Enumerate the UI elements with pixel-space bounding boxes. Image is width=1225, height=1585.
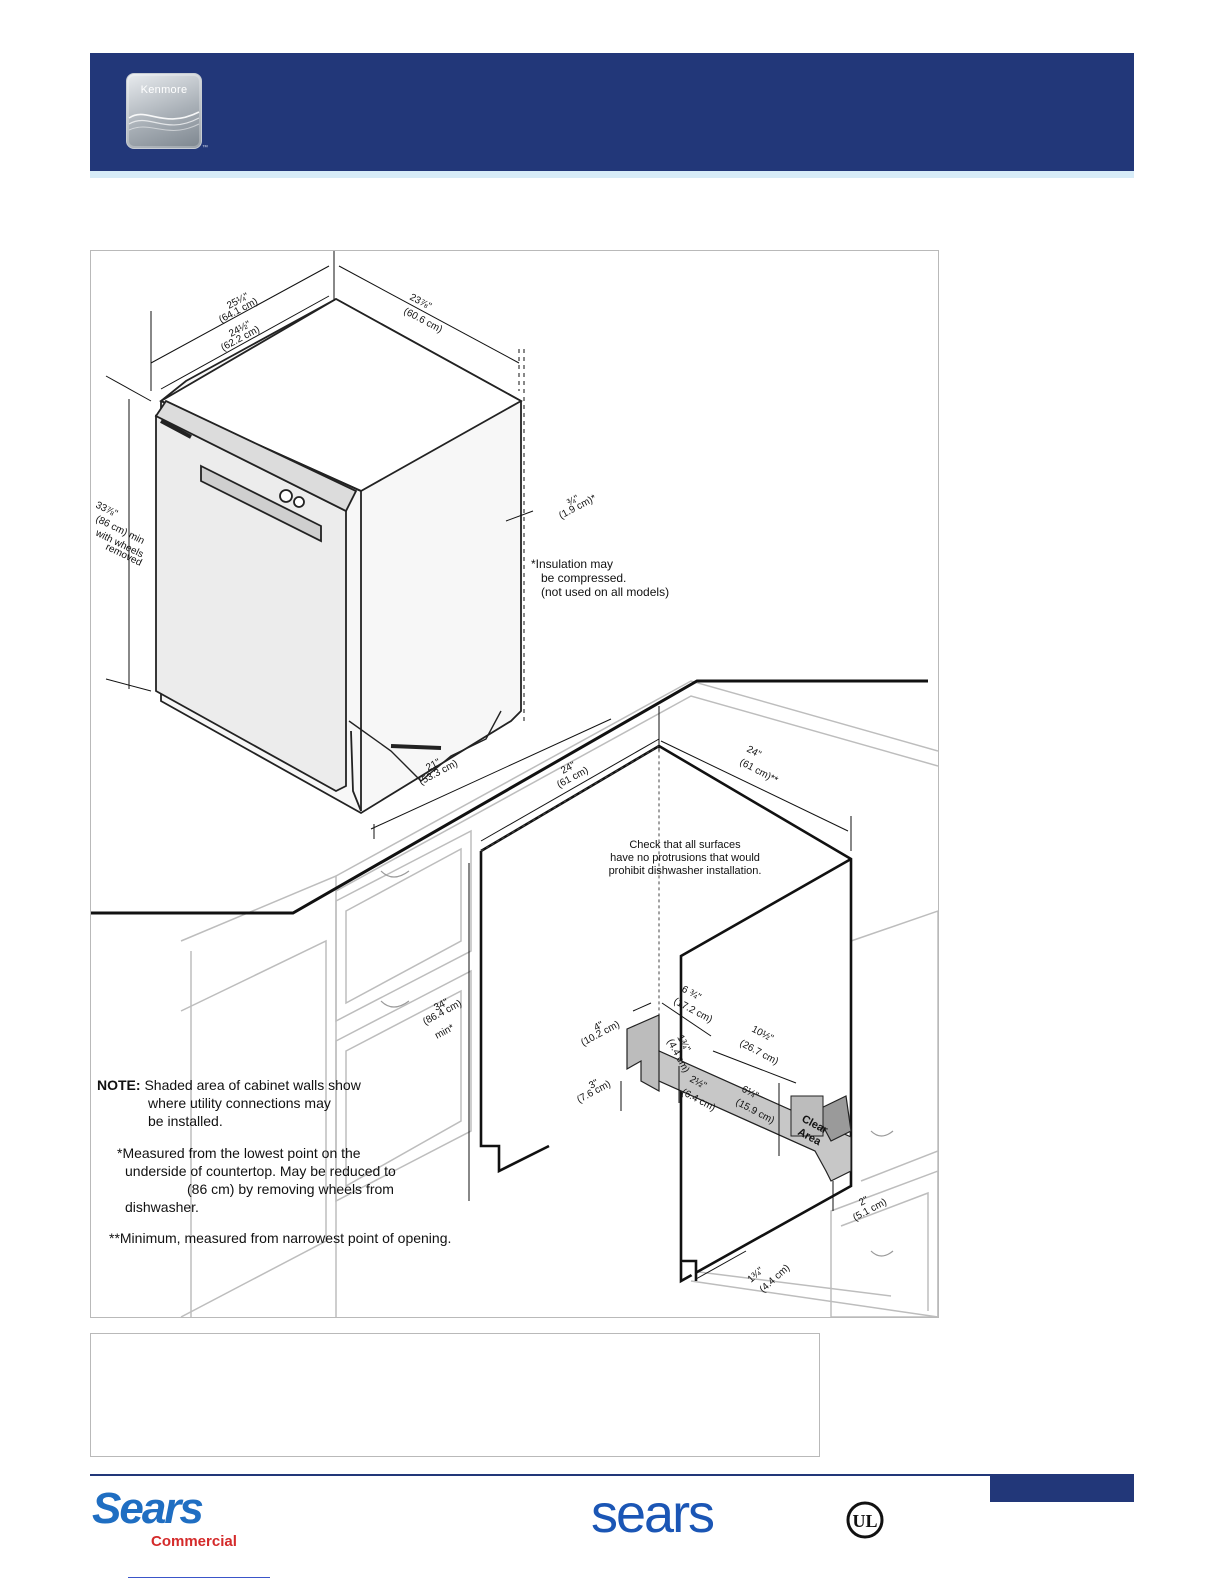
measured-line-3: (86 cm) by removing wheels from [187,1181,394,1197]
trademark: ™ [202,145,208,151]
extension-lines [105,251,852,851]
insulation-note-2: be compressed. [541,571,626,585]
cabinet-handles [380,870,894,1257]
dim-insulation-metric: (1.9 cm)* [557,493,598,522]
ul-mark-icon: UL [845,1500,885,1540]
ul-mark-text: UL [852,1511,877,1531]
footer-rule [90,1474,990,1476]
footer-tab [990,1474,1134,1502]
measured-line-1: *Measured from the lowest point on the [117,1145,361,1161]
dim-opening-width-metric: (61 cm)** [738,757,780,786]
check-note-2: have no protrusions that would [610,852,760,864]
utility-shaded-area [626,1014,852,1182]
insulation-note-1: *Insulation may [531,557,613,571]
cabinet-opening [479,744,853,1284]
check-note-1: Check that all surfaces [629,839,741,851]
header-banner: Kenmore ™ [90,53,1134,171]
note-line-1: Shaded area of cabinet walls show [144,1077,361,1093]
dim-opening-height-min: min* [433,1022,456,1041]
sears-center-logo: sears [591,1484,715,1544]
kenmore-swoosh-icon [128,111,200,131]
header-accent-strip [90,171,1134,178]
diagram-drawing: 25¼" (64.1 cm) 24½" (62.2 cm) 23⅞" (60.6… [91,251,938,1317]
kenmore-logo: Kenmore [126,73,202,149]
sears-logo-sub: Commercial [151,1533,237,1550]
magnifier-boundary [91,679,928,915]
dishwasher-drawing [154,297,523,815]
dim-opening-width: 24" [745,744,764,761]
sears-commercial-logo: Sears Commercial [92,1484,237,1551]
dim-insulation: ¾" [565,493,581,509]
check-note-3: prohibit dishwasher installation. [609,865,762,877]
kenmore-logo-text: Kenmore [140,84,188,96]
note-line-3: be installed. [148,1113,223,1129]
dimension-lines [128,265,849,1280]
dim-toe-kick-metric: (4.4 cm) [758,1263,793,1296]
cabinet-outline [180,680,938,1317]
minimum-line: **Minimum, measured from narrowest point… [109,1230,452,1246]
note-line-2: where utility connections may [148,1095,331,1111]
note-label: NOTE: [97,1077,141,1093]
dimension-diagram: 25¼" (64.1 cm) 24½" (62.2 cm) 23⅞" (60.6… [90,250,939,1318]
measured-line-4: dishwasher. [125,1199,199,1215]
dim-depth-top-metric: (60.6 cm) [402,306,444,336]
note-block: NOTE: Shaded area of cabinet walls show [97,1076,361,1094]
empty-info-box [90,1333,820,1457]
insulation-note-3: (not used on all models) [541,585,669,599]
clear-area-box [790,1095,824,1137]
sears-logo-word: Sears [92,1484,204,1533]
measured-line-2: underside of countertop. May be reduced … [125,1163,396,1179]
footer-link-underline [128,1577,270,1578]
